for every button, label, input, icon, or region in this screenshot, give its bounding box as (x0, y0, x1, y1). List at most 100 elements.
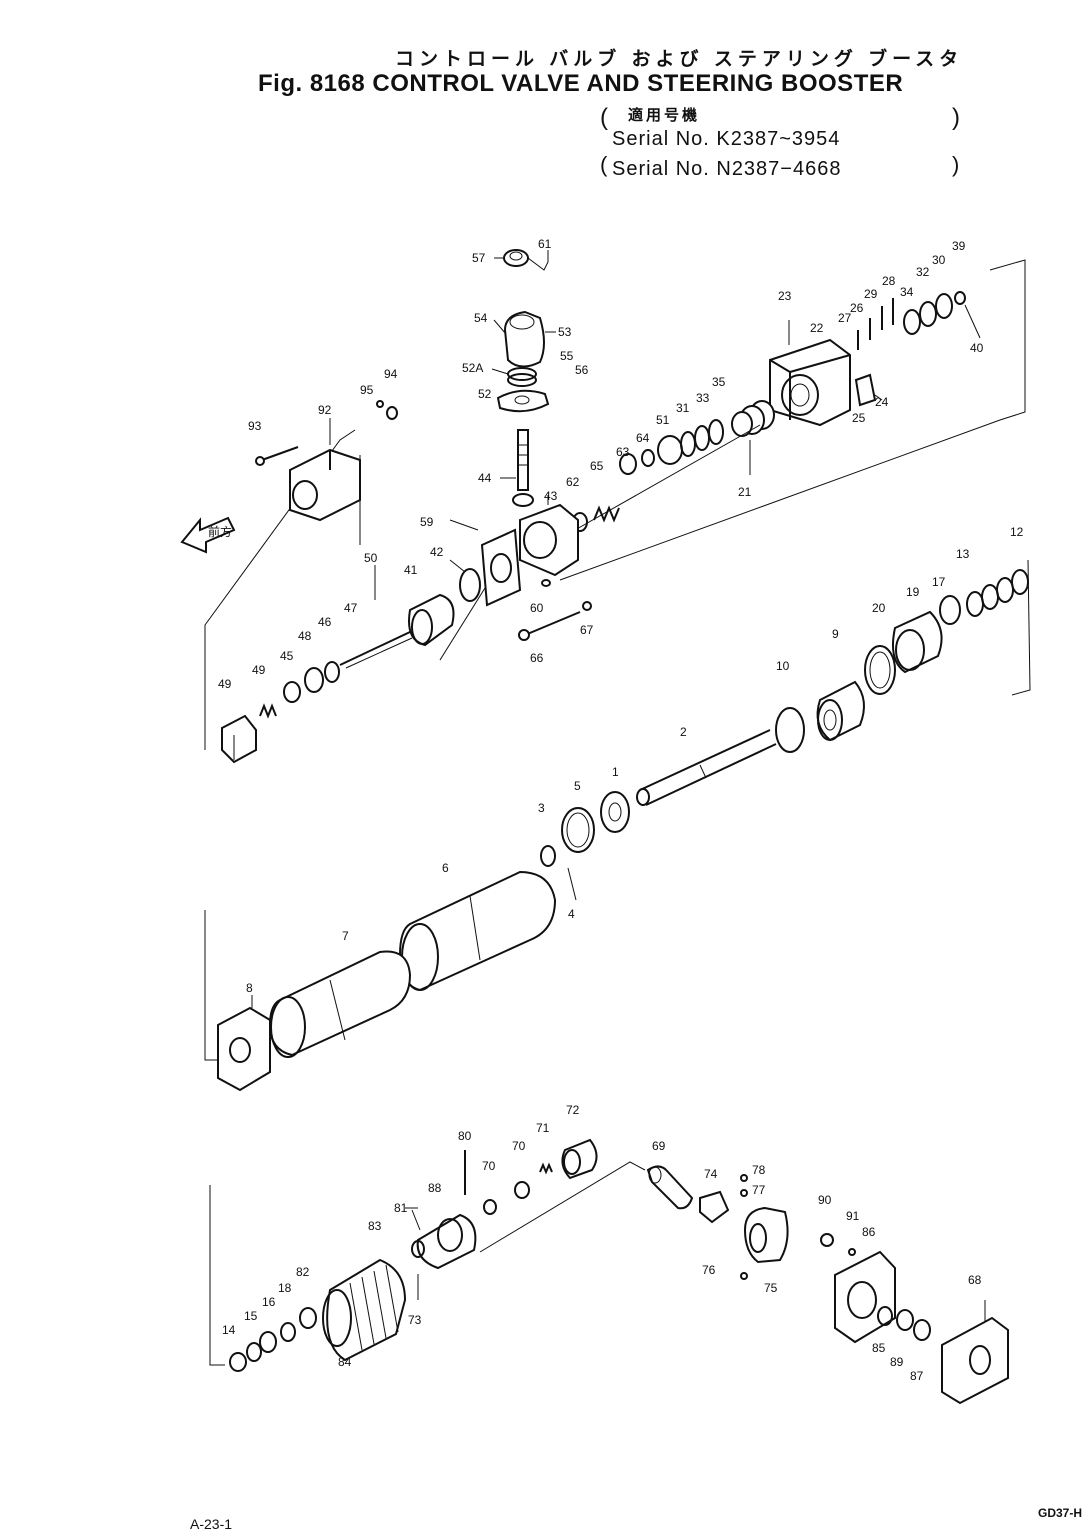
label-9: 9 (832, 627, 839, 641)
part-8-end-cap (217, 995, 271, 1092)
label-69: 69 (652, 1139, 666, 1153)
label-24: 24 (875, 395, 889, 409)
label-52a: 52A (462, 361, 483, 375)
assembly-frame-lower (209, 1161, 646, 1366)
label-48: 48 (298, 629, 312, 643)
label-23: 23 (778, 289, 792, 303)
bracket-right-icon: ) (952, 152, 960, 177)
label-90: 90 (818, 1193, 832, 1207)
label-93: 93 (248, 419, 262, 433)
bracket-right-icon: ) (952, 104, 960, 131)
part-44-pin (500, 429, 534, 507)
label-21: 21 (738, 485, 752, 499)
part-62-65-spring (572, 449, 655, 532)
label-34: 34 (900, 285, 914, 299)
label-47: 47 (344, 601, 358, 615)
label-19: 19 (906, 585, 920, 599)
label-73: 73 (408, 1313, 422, 1327)
part-68-gasket (941, 1300, 1009, 1405)
applicable-serial-label: 適用号機 (628, 107, 701, 124)
drawing-code: GD37-H (1037, 1506, 1082, 1520)
part-2-piston-rod (636, 729, 777, 806)
part-1-nut (600, 791, 630, 833)
part-27-28-29-pins (857, 298, 894, 350)
part-21-spool (731, 400, 775, 475)
label-25: 25 (852, 411, 866, 425)
label-49-a: 49 (252, 663, 266, 677)
part-7-cylinder-sleeve (268, 950, 412, 1058)
serial-number-range-k: Serial No. K2387~3954 (612, 128, 841, 150)
part-10-ring (775, 707, 805, 753)
label-92: 92 (318, 403, 332, 417)
part-94-95-nut (376, 400, 398, 420)
label-20: 20 (872, 601, 886, 615)
label-91: 91 (846, 1209, 860, 1223)
label-28: 28 (882, 274, 896, 288)
part-number-labels: 57 61 54 53 52A 55 56 52 44 23 22 27 26 … (218, 237, 1024, 1383)
part-81-pin (405, 1207, 419, 1300)
part-41-42-sleeve (374, 559, 481, 647)
label-60: 60 (530, 601, 544, 615)
label-10: 10 (776, 659, 790, 673)
label-22: 22 (810, 321, 824, 335)
part-47-rod (339, 631, 413, 669)
label-40: 40 (970, 341, 984, 355)
part-76-77-78-fittings (740, 1174, 748, 1280)
part-52a-washer (491, 367, 537, 387)
label-14: 14 (222, 1323, 236, 1337)
label-30: 30 (932, 253, 946, 267)
label-63: 63 (616, 445, 630, 459)
label-44: 44 (478, 471, 492, 485)
label-82: 82 (296, 1265, 310, 1279)
label-3: 3 (538, 801, 545, 815)
label-33: 33 (696, 391, 710, 405)
label-77: 77 (752, 1183, 766, 1197)
label-67: 67 (580, 623, 594, 637)
part-69-valve-stem (646, 1165, 694, 1210)
label-68: 68 (968, 1273, 982, 1287)
part-49-plug (221, 714, 257, 764)
label-83: 83 (368, 1219, 382, 1233)
label-87: 87 (910, 1369, 924, 1383)
front-arrow-label: 前方 (208, 524, 232, 539)
label-65: 65 (590, 459, 604, 473)
figure-title: Fig. 8168 CONTROL VALVE AND STEERING BOO… (258, 70, 904, 97)
label-46: 46 (318, 615, 332, 629)
label-89: 89 (890, 1355, 904, 1369)
label-32: 32 (916, 265, 930, 279)
part-92-yoke (289, 418, 361, 522)
label-70-b: 70 (512, 1139, 526, 1153)
label-71: 71 (536, 1121, 550, 1135)
label-88: 88 (428, 1181, 442, 1195)
label-6: 6 (442, 861, 449, 875)
japanese-title: コントロール バルブ および ステアリング ブースタ (395, 49, 964, 70)
label-84: 84 (338, 1355, 352, 1369)
label-86: 86 (862, 1225, 876, 1239)
label-78: 78 (752, 1163, 766, 1177)
label-16: 16 (262, 1295, 276, 1309)
part-83-84-filter (322, 1258, 407, 1362)
part-31-33-35-rings (657, 419, 724, 465)
label-12: 12 (1010, 525, 1024, 539)
part-39-40-plug (954, 291, 981, 339)
label-8: 8 (246, 981, 253, 995)
part-70-71-washer (483, 1162, 553, 1215)
label-52: 52 (478, 387, 492, 401)
label-62: 62 (566, 475, 580, 489)
part-53-cover (493, 310, 556, 368)
label-56: 56 (575, 363, 589, 377)
label-43: 43 (544, 489, 558, 503)
part-5-ring (561, 807, 595, 853)
label-70-a: 70 (482, 1159, 496, 1173)
part-9-piston (816, 680, 865, 742)
label-74: 74 (704, 1167, 718, 1181)
part-43-housing (519, 495, 579, 577)
label-41: 41 (404, 563, 418, 577)
label-51: 51 (656, 413, 670, 427)
label-15: 15 (244, 1309, 258, 1323)
label-81: 81 (394, 1201, 408, 1215)
part-6-cylinder-tube (398, 870, 557, 992)
serial-number-range-n: Serial No. N2387−4668 (612, 158, 842, 180)
label-94: 94 (384, 367, 398, 381)
